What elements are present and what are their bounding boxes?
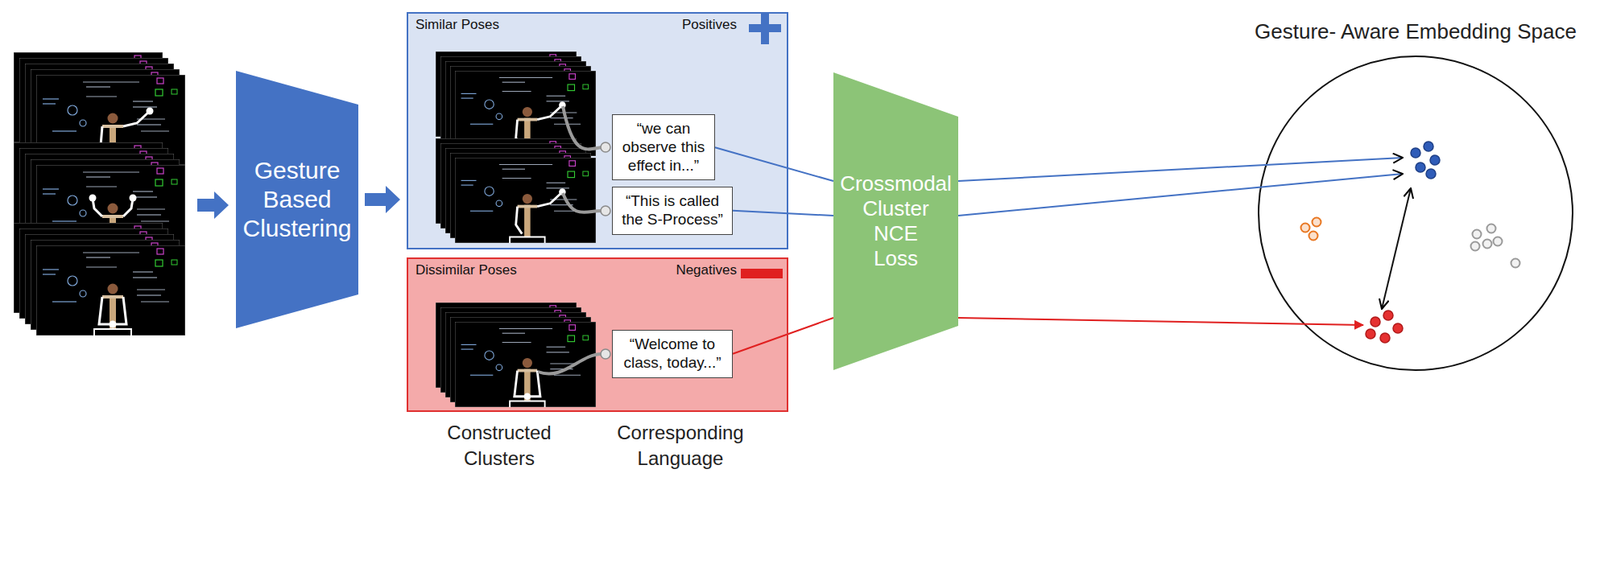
positive-dots [1410,141,1440,179]
speech-link-part [562,193,602,213]
connector-line [732,318,834,355]
cluster-heading: Dissimilar Poses [415,262,517,279]
connector-line [732,210,834,216]
label-holder: Corresponding Language [599,420,761,473]
plus-sign-part [760,13,769,45]
cluster-frame-stacks [435,51,596,408]
loss-label: Crossmodal Cluster NCE Loss [838,171,954,273]
embedding-links-part [958,173,1403,216]
negative-dots-part [1383,310,1394,321]
speech-link [537,106,602,375]
negative-dots-part [1365,329,1376,340]
speech-link-knob [600,142,611,360]
orange-dots-part [1312,218,1322,228]
speech-link-knob-part [600,206,611,216]
utterance-text: “Welcome to class, today...” [618,335,727,373]
orange-dots-part [1309,231,1319,241]
utterance-box: “we can observe this effect in...” [611,114,716,181]
gray-dots-part [1471,242,1481,252]
orange-dots [1301,218,1322,241]
gray-dots-part [1493,237,1503,247]
positive-dots-part [1426,169,1436,179]
negatives-box: Dissimilar Poses Negatives “Welcome to cla… [406,257,789,413]
speech-link-knob-part [600,349,611,360]
negative-dots-part [1380,333,1390,344]
cluster-tag: Positives [682,16,737,34]
embedding-links [958,157,1411,326]
minus-sign [740,268,783,279]
negative-dots [1365,310,1403,344]
negative-dots-part [1393,323,1403,334]
encoder-label: Gesture Based Clustering [240,156,354,244]
plus-sign [748,13,782,45]
negatives-fill [406,257,789,413]
positive-dots-part [1430,155,1440,166]
embedding-circle [1258,56,1573,371]
embedding-links-part [958,157,1403,182]
trapezoid-text-area: Gesture Based Clustering [235,70,359,329]
positive-dots-part [1410,148,1421,158]
positive-dots-part [1415,162,1426,173]
box-header: Dissimilar Poses Negatives [408,259,787,279]
positives-box: Similar Poses Positives “we can observe th… [406,12,789,250]
column-caption: Corresponding Language [599,420,761,473]
box-header: Similar Poses Positives [408,13,787,34]
text-column: Crossmodal Cluster NCE Loss [838,171,954,273]
cluster-frame-stacks-part [454,157,596,244]
utterance-text: “This is called the S-Process” [618,192,727,230]
positives-fill [406,12,789,250]
input-frame-stacks-part [36,245,186,336]
speech-link-part [562,106,602,149]
orange-dots-part [1301,223,1311,233]
label-holder: Constructed Clusters [438,420,560,473]
embedding-links-part [958,318,1364,326]
gray-dots-part [1511,259,1521,269]
input-arrow [197,191,229,220]
text-column: Gesture Based Clustering [240,156,354,244]
loss-trapezoid: Crossmodal Cluster NCE Loss [833,72,959,371]
embedding-title: Gesture- Aware Embedding Space [1246,17,1585,46]
positive-dots-part [1423,141,1434,152]
gray-dots-part [1472,230,1482,240]
gray-dots-part [1487,224,1497,234]
utterance-text: “we can observe this effect in...” [618,119,709,175]
connector-line [715,147,834,182]
trapezoid-fill [235,70,359,329]
trapezoid-text-area: Crossmodal Cluster NCE Loss [833,72,959,371]
gray-dots-part [1483,239,1493,249]
cluster-heading: Similar Poses [415,16,500,34]
utterance-box: “Welcome to class, today...” [611,330,733,379]
negative-dots-part [1370,317,1381,327]
trapezoid-fill [833,72,959,371]
embedding-links-part [1381,188,1411,310]
speech-link-knob-part [600,142,611,153]
input-frame-stacks [13,52,186,336]
encoder-trapezoid: Gesture Based Clustering [235,70,359,329]
cluster-tag: Negatives [675,262,737,279]
utterance-box: “This is called the S-Process” [611,186,733,236]
label-holder: Gesture- Aware Embedding Space [1246,17,1585,46]
gray-dots [1471,224,1521,269]
column-caption: Constructed Clusters [438,420,560,473]
block-arrow [364,186,401,214]
speech-link-part [537,354,602,375]
